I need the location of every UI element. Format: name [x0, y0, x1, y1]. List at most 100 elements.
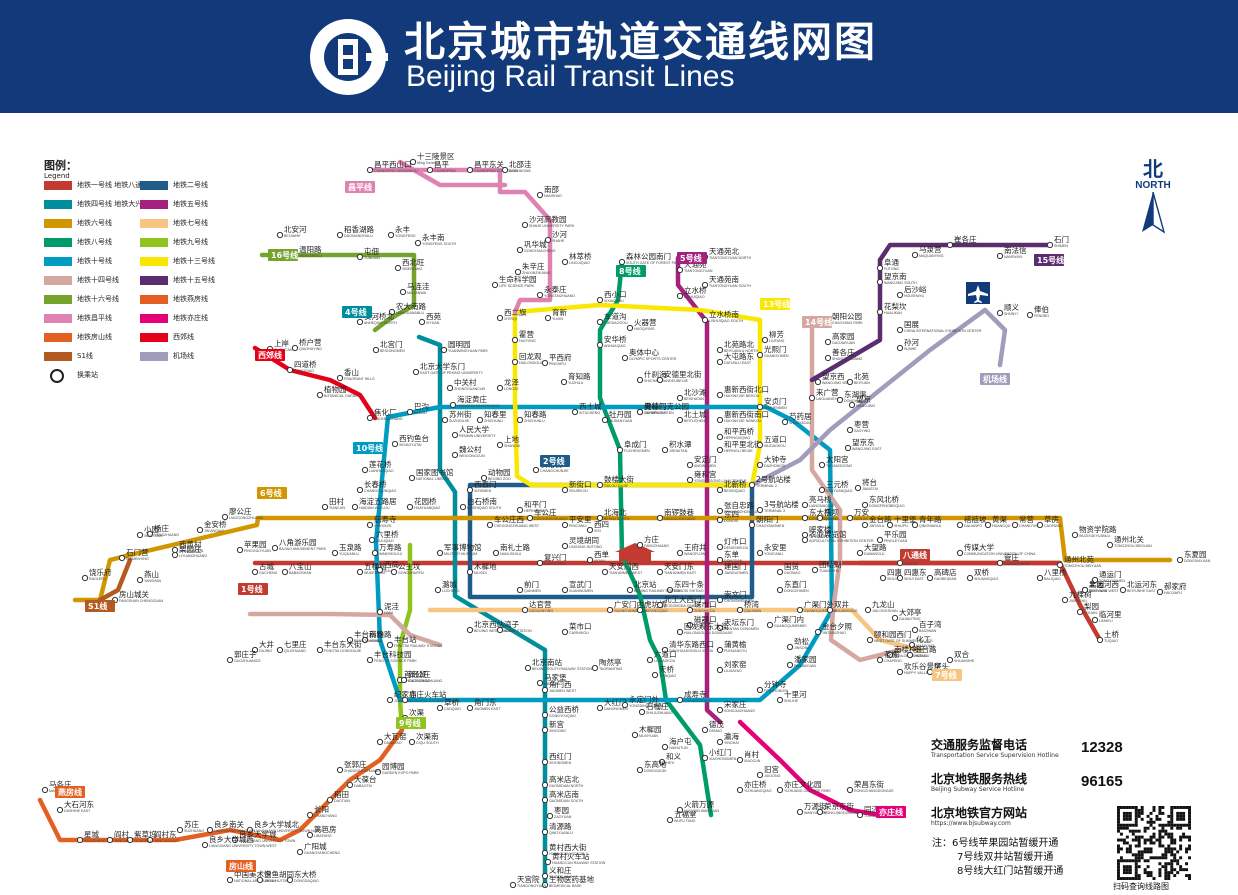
line-badge[interactable]: 9号线: [396, 717, 426, 729]
line-badge[interactable]: 4号线: [342, 306, 372, 318]
line-badge[interactable]: 13号线: [760, 298, 790, 310]
line-badge[interactable]: 14号线: [802, 316, 832, 328]
